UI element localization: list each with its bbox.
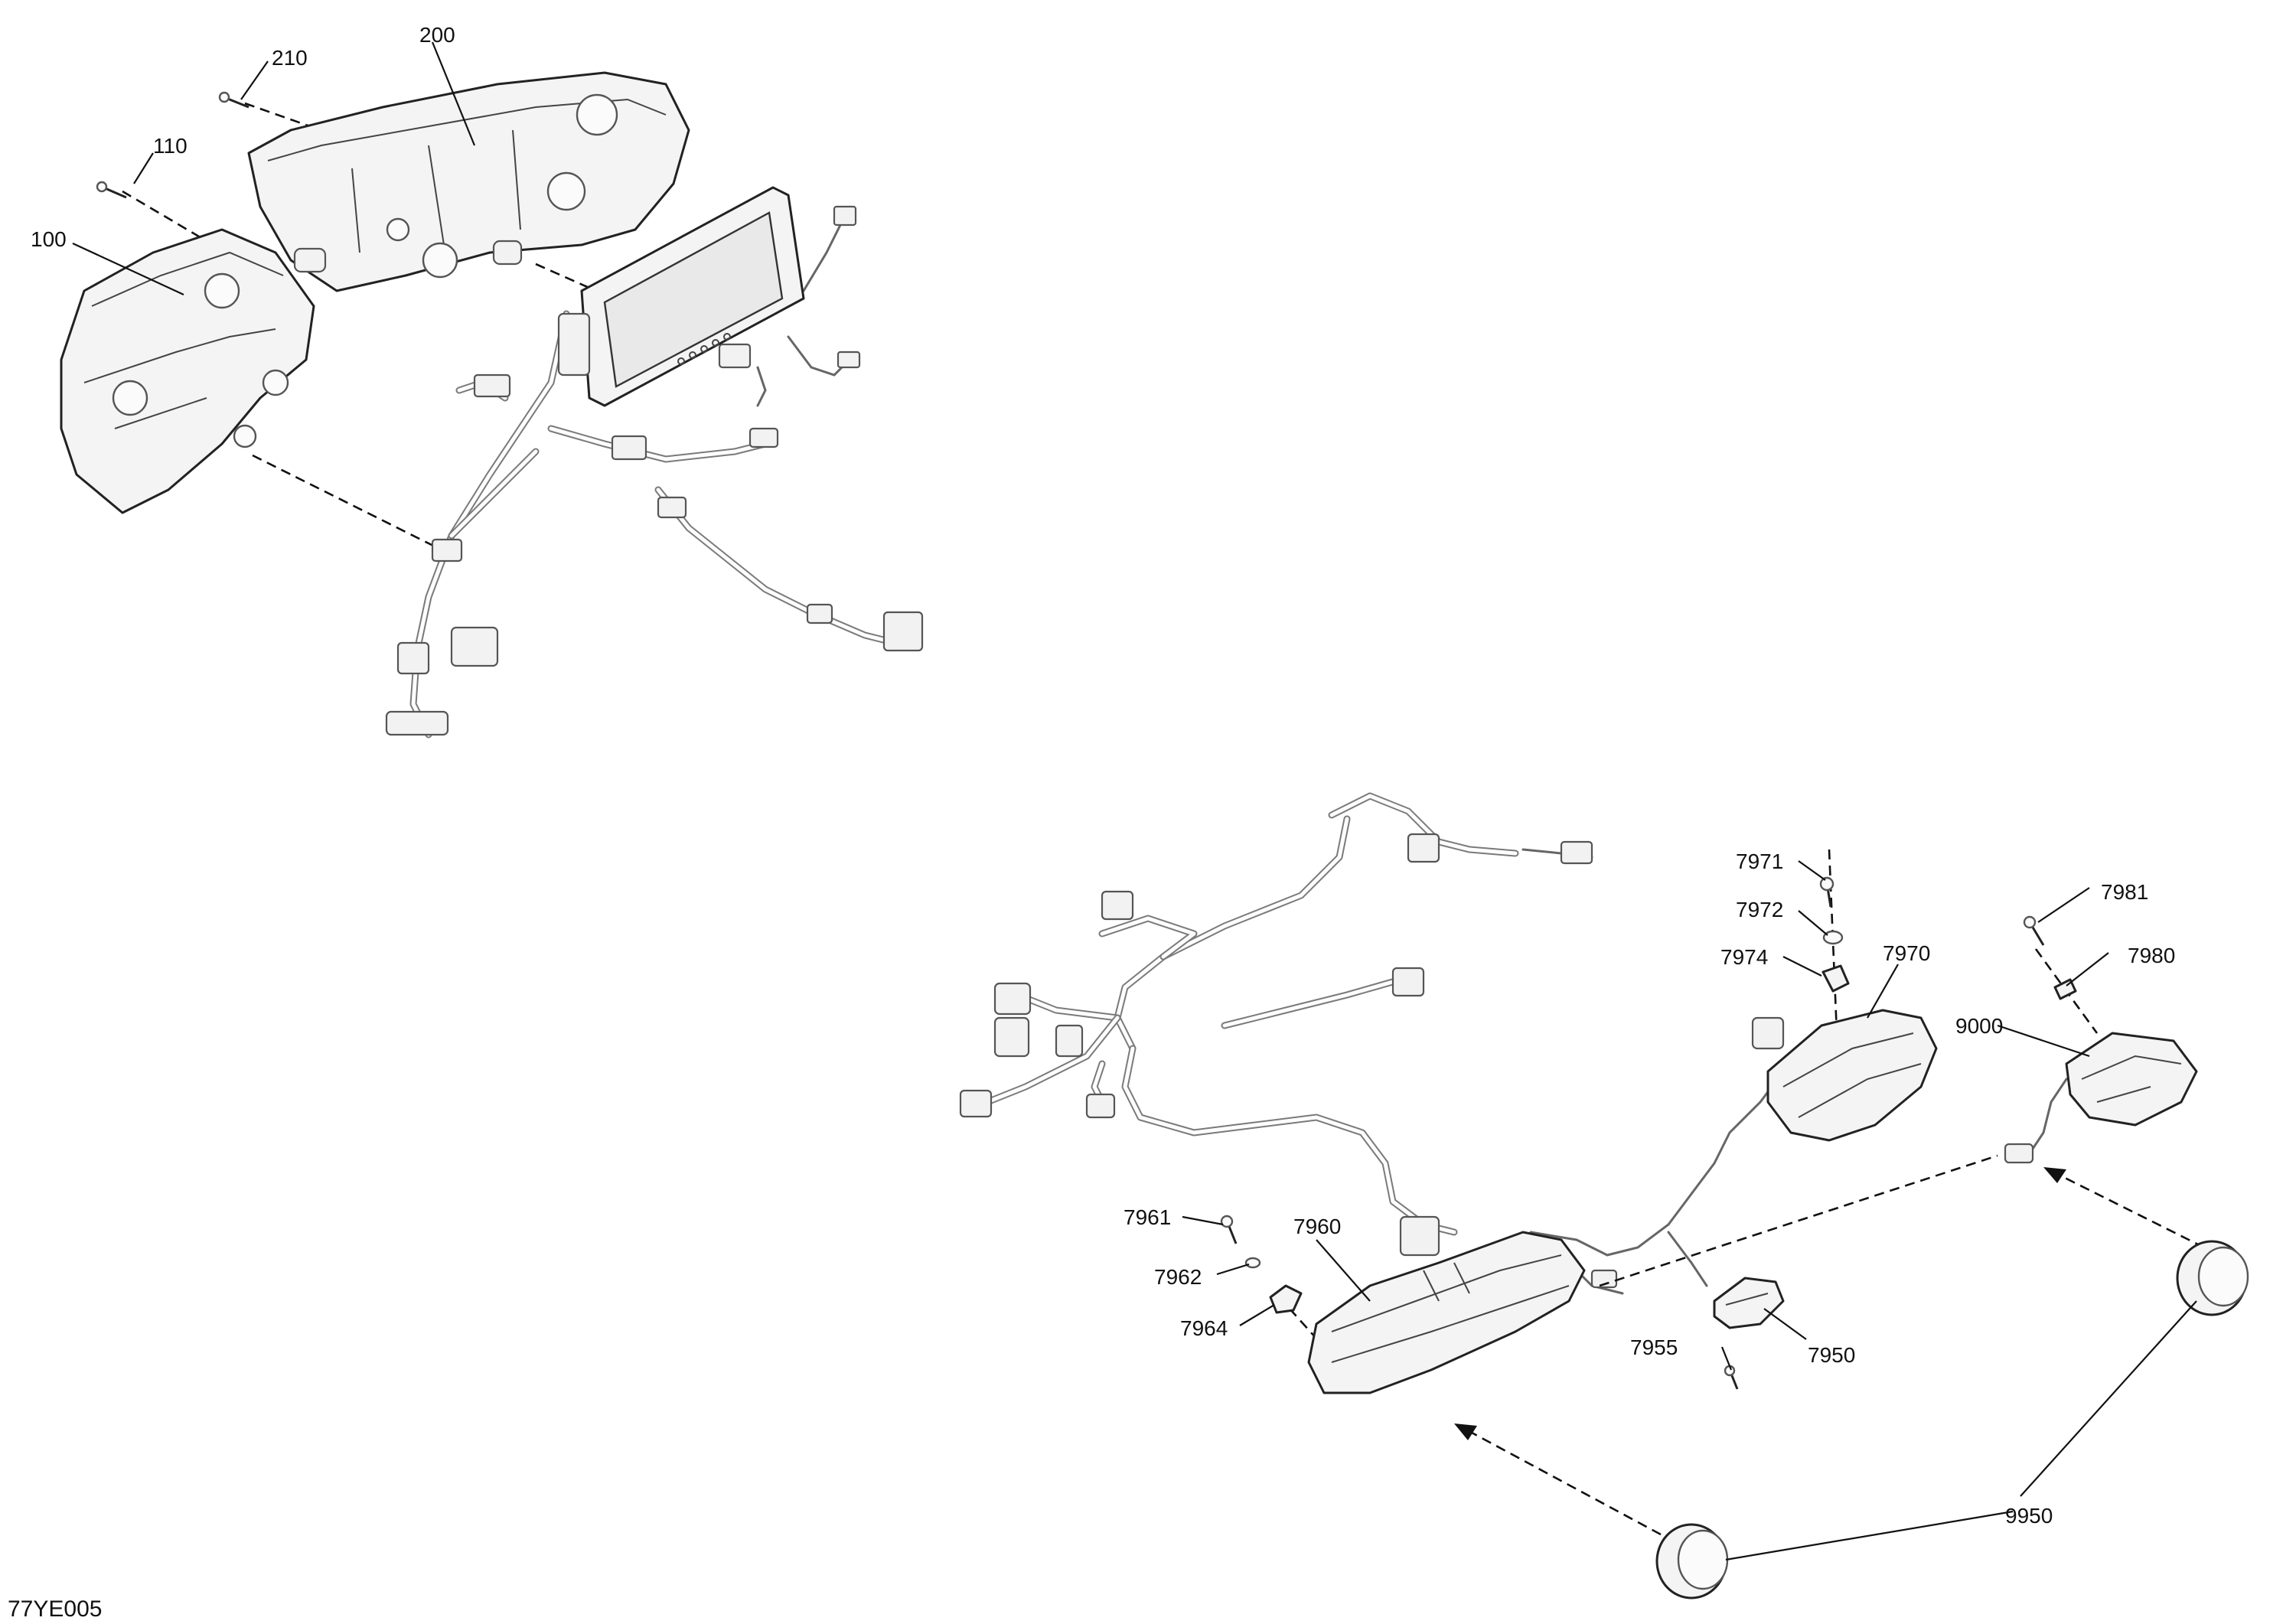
install-line-7960 <box>1289 1308 1325 1348</box>
callout-7962: 7962 <box>1154 1265 1202 1289</box>
arrow-head <box>1454 1423 1477 1440</box>
harness-connector <box>657 496 687 519</box>
install-line-headlight-center <box>535 263 605 296</box>
harness-connector <box>748 427 779 448</box>
install-line-7970 <box>1828 849 1838 1034</box>
harness-connector <box>837 351 861 369</box>
callout-9950: 9950 <box>2005 1504 2053 1528</box>
callout-7964: 7964 <box>1180 1316 1228 1340</box>
harness-connector <box>473 373 511 398</box>
washer-7962 <box>1244 1257 1261 1269</box>
screw-7981 <box>2023 915 2045 946</box>
harness-connector <box>611 435 647 461</box>
washer-7972 <box>1822 930 1844 945</box>
screw-110 <box>96 181 127 199</box>
left-headlight-100 <box>60 228 315 514</box>
harness-connector <box>959 1089 993 1118</box>
screw-7971 <box>1819 876 1835 908</box>
callout-7974: 7974 <box>1720 945 1768 969</box>
install-line-9000-connector <box>1599 1154 1998 1287</box>
callout-7961: 7961 <box>1124 1205 1171 1229</box>
clip-7974 <box>1821 964 1850 993</box>
callout-7980: 7980 <box>2128 944 2175 967</box>
arrow-head <box>2043 1167 2066 1183</box>
cap-9950-right <box>2176 1240 2249 1316</box>
harness-connector <box>806 603 833 624</box>
harness-connector <box>833 205 857 227</box>
install-line-9950-right <box>2050 1169 2205 1249</box>
figure-id: 77YE005 <box>8 1596 102 1622</box>
harness-connector <box>718 343 752 369</box>
harness-connector <box>431 538 463 563</box>
clip-7964 <box>1269 1284 1303 1314</box>
callout-110: 110 <box>153 134 188 158</box>
install-line-headlight-left <box>252 454 437 549</box>
harness-connector <box>993 1016 1030 1058</box>
callout-7950: 7950 <box>1808 1343 1855 1367</box>
harness-connector <box>882 611 924 652</box>
side-light-9000 <box>2065 1032 2198 1127</box>
callout-7981: 7981 <box>2101 880 2148 904</box>
display-gauge <box>557 186 805 407</box>
callout-9000: 9000 <box>1955 1014 2003 1038</box>
license-light-7950 <box>1713 1277 1785 1329</box>
callout-7960: 7960 <box>1293 1215 1341 1238</box>
leader-lines <box>72 41 2197 1561</box>
callout-7972: 7972 <box>1736 898 1783 921</box>
harness-connector <box>450 626 499 667</box>
install-line-9950-left <box>1461 1426 1662 1536</box>
harness-connector <box>1560 840 1593 865</box>
callout-7955: 7955 <box>1630 1335 1678 1359</box>
right-tail-light-7970 <box>1751 1009 1938 1142</box>
display-connector <box>557 312 591 377</box>
harness-connector <box>993 982 1032 1016</box>
harness-connector <box>396 641 430 675</box>
front-wiring-harness <box>385 205 924 739</box>
cap-9950-left <box>1655 1523 1729 1600</box>
rear-wiring-harness <box>959 792 2091 1295</box>
harness-connector <box>1055 1024 1084 1058</box>
harness-connector <box>1407 833 1440 863</box>
harness-connector <box>1391 967 1425 997</box>
washer-7980 <box>2053 978 2077 1000</box>
harness-connector <box>1399 1215 1440 1257</box>
screw-210 <box>218 91 249 109</box>
harness-connector <box>1085 1093 1116 1119</box>
callout-200: 200 <box>419 23 455 47</box>
callout-210: 210 <box>272 46 308 70</box>
callout-7971: 7971 <box>1736 850 1783 873</box>
callout-labels: 100 110 200 210 7961 7962 7964 7960 7971… <box>31 23 2175 1528</box>
install-line-screw-110 <box>122 190 207 243</box>
harness-connector <box>1101 890 1134 921</box>
harness-connector <box>1590 1269 1618 1289</box>
screw-7961 <box>1220 1215 1238 1244</box>
center-headlight-200 <box>247 71 690 292</box>
harness-connector <box>385 710 449 736</box>
callout-7970: 7970 <box>1883 941 1930 965</box>
harness-connector <box>2004 1143 2034 1164</box>
left-tail-light-7960 <box>1307 1231 1586 1394</box>
callout-100: 100 <box>31 227 67 251</box>
